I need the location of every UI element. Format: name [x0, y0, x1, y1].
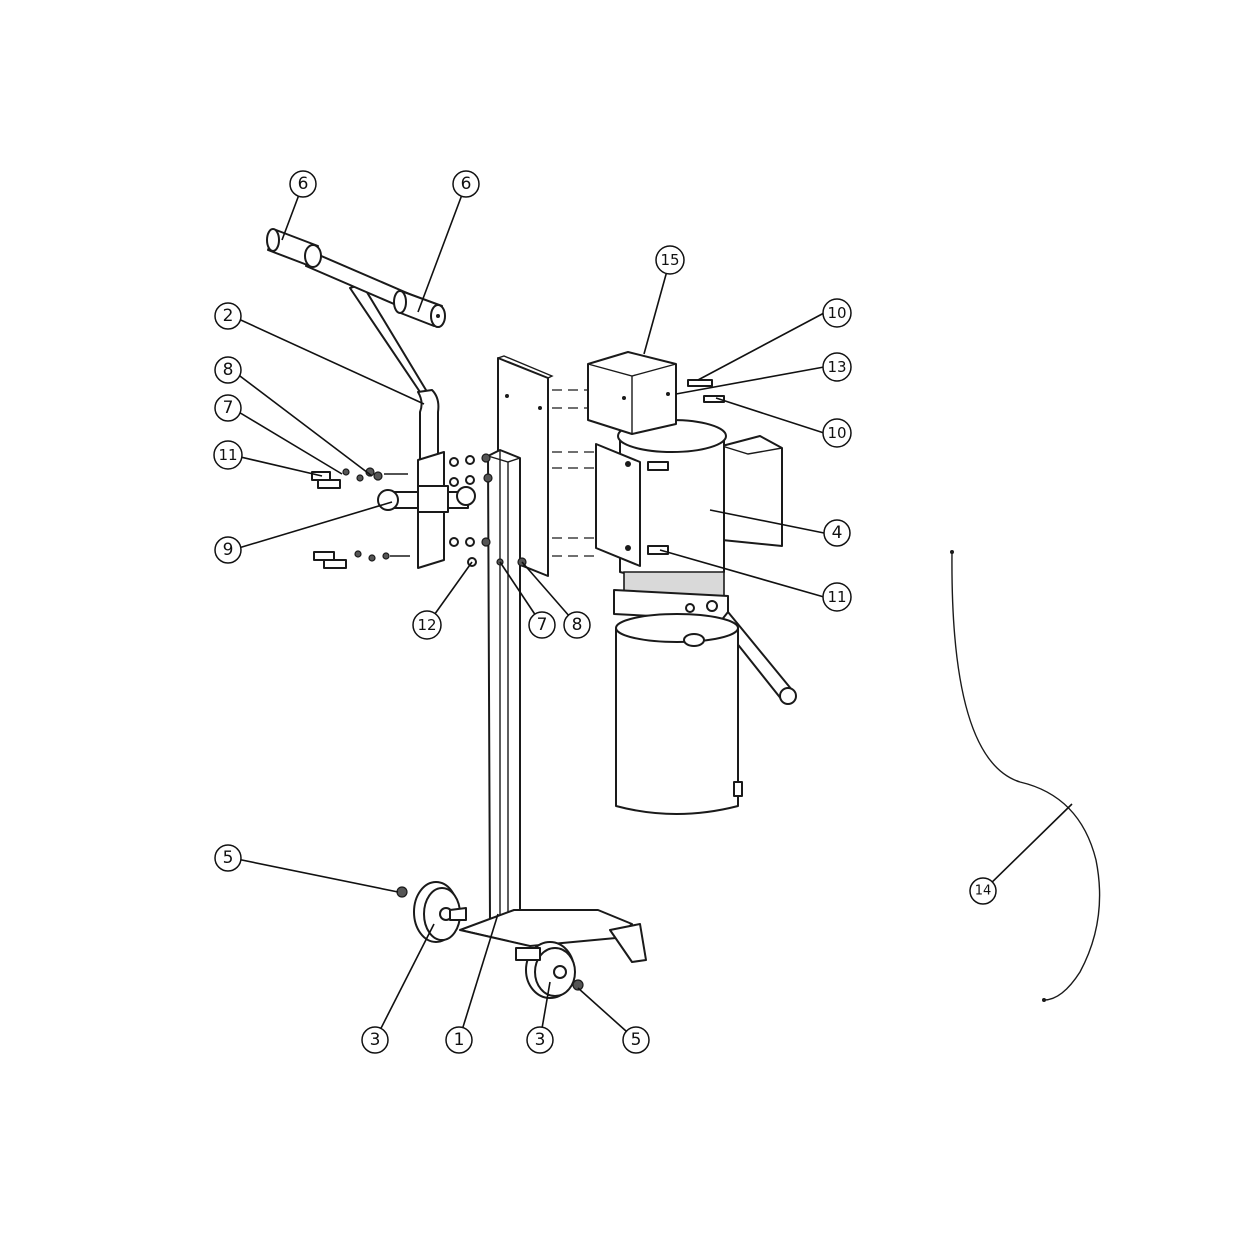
callout-label: 5	[223, 848, 234, 868]
callout-2: 2	[214, 302, 242, 330]
callout-15: 15	[655, 245, 685, 275]
callout-label: 15	[660, 251, 679, 269]
callout-7-lower: 7	[528, 611, 556, 639]
callout-label: 1	[454, 1030, 465, 1050]
callout-5-upper: 5	[214, 844, 242, 872]
axle-nut-left	[396, 886, 408, 898]
callout-label: 10	[827, 424, 846, 442]
callout-1: 1	[445, 1026, 473, 1054]
callout-label: 7	[223, 398, 234, 418]
callout-10-upper: 10	[822, 298, 852, 328]
right-grip	[393, 290, 446, 328]
callout-8-lower: 8	[563, 611, 591, 639]
callout-14: 14	[969, 877, 997, 905]
callout-label: 11	[827, 588, 846, 606]
callout-6-right: 6	[452, 170, 480, 198]
clamp-knob	[377, 485, 476, 513]
callout-label: 7	[537, 615, 548, 635]
leader-lines	[231, 183, 1073, 1041]
screw-upper	[687, 379, 713, 387]
mast-fasteners	[449, 453, 527, 567]
cover-box	[587, 351, 677, 435]
axle-nut-right	[572, 979, 584, 991]
callout-label: 6	[461, 174, 472, 194]
right-wheel	[515, 941, 576, 999]
callout-5-lower: 5	[622, 1026, 650, 1054]
callout-label: 8	[572, 615, 583, 635]
callout-label: 6	[298, 174, 309, 194]
callout-label: 5	[631, 1030, 642, 1050]
cable	[951, 551, 1101, 1001]
callout-label: 11	[218, 446, 237, 464]
callout-8-upper: 8	[214, 356, 242, 384]
callout-7-upper: 7	[214, 394, 242, 422]
handle-assembly	[266, 228, 446, 569]
alignment-lines	[552, 389, 598, 557]
callout-label: 12	[417, 616, 436, 634]
callout-label: 14	[975, 884, 992, 899]
callout-label: 2	[223, 306, 234, 326]
callout-label: 3	[535, 1030, 546, 1050]
left-grip	[266, 228, 322, 268]
callout-11-upper: 11	[213, 440, 243, 470]
fastener-set-upper	[311, 467, 408, 489]
callout-label: 10	[827, 304, 846, 322]
base-foot	[459, 909, 647, 963]
callout-label: 9	[223, 540, 234, 560]
callout-12: 12	[412, 610, 442, 640]
callout-11-lower: 11	[822, 582, 852, 612]
callout-label: 3	[370, 1030, 381, 1050]
motor-unit	[595, 419, 797, 815]
callout-label: 13	[827, 358, 846, 376]
callout-6-left: 6	[289, 170, 317, 198]
mast	[487, 449, 521, 923]
callout-4: 4	[823, 519, 851, 547]
callout-label: 8	[223, 360, 234, 380]
callout-13: 13	[822, 352, 852, 382]
callout-3-left: 3	[361, 1026, 389, 1054]
fastener-set-lower	[313, 550, 410, 569]
callout-3-right: 3	[526, 1026, 554, 1054]
screw-lower	[703, 395, 725, 403]
left-wheel	[413, 881, 467, 943]
callout-label: 4	[832, 523, 843, 543]
callout-10-lower: 10	[822, 418, 852, 448]
callout-9: 9	[214, 536, 242, 564]
